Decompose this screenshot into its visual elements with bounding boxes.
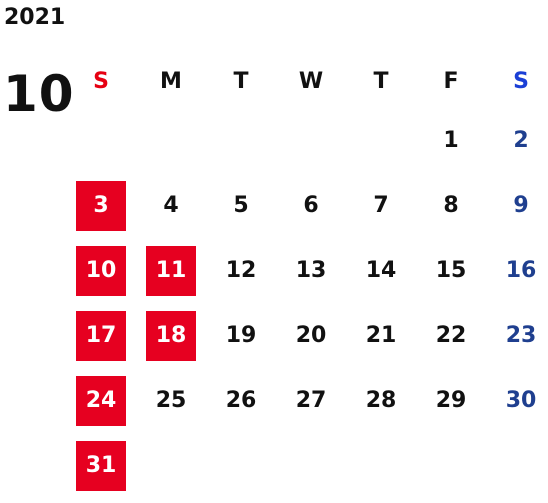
empty-day-cell bbox=[206, 433, 276, 498]
day-cell[interactable]: 19 bbox=[206, 303, 276, 368]
day-cell[interactable]: 13 bbox=[276, 238, 346, 303]
day-number: 21 bbox=[365, 323, 397, 348]
week-row: 17 18 19 20 21 22 23 bbox=[66, 303, 548, 368]
day-cell[interactable]: 5 bbox=[206, 173, 276, 238]
day-number: 25 bbox=[155, 388, 187, 413]
holiday-day-number: 24 bbox=[76, 375, 126, 426]
empty-day-cell bbox=[66, 108, 136, 173]
week-row: 10 11 12 13 14 15 16 bbox=[66, 238, 548, 303]
weekday-wednesday: W bbox=[298, 68, 324, 94]
day-number: 22 bbox=[435, 323, 467, 348]
day-cell[interactable]: 30 bbox=[486, 368, 548, 433]
holiday-day-number: 11 bbox=[146, 245, 196, 296]
saturday-day-number: 23 bbox=[505, 323, 537, 348]
day-number: 20 bbox=[295, 323, 327, 348]
day-cell[interactable]: 26 bbox=[206, 368, 276, 433]
weekday-monday: M bbox=[160, 68, 182, 94]
weekday-saturday: S bbox=[513, 68, 529, 94]
day-cell[interactable]: 27 bbox=[276, 368, 346, 433]
day-cell[interactable]: 20 bbox=[276, 303, 346, 368]
holiday-day-number: 17 bbox=[76, 310, 126, 361]
week-row: 24 25 26 27 28 29 30 bbox=[66, 368, 548, 433]
day-cell[interactable]: 18 bbox=[136, 303, 206, 368]
day-cell[interactable]: 1 bbox=[416, 108, 486, 173]
empty-day-cell bbox=[206, 108, 276, 173]
holiday-day-number: 3 bbox=[76, 180, 126, 231]
day-cell[interactable]: 29 bbox=[416, 368, 486, 433]
day-cell[interactable]: 4 bbox=[136, 173, 206, 238]
weekday-tuesday: T bbox=[233, 68, 249, 94]
saturday-day-number: 16 bbox=[505, 258, 537, 283]
day-cell[interactable]: 7 bbox=[346, 173, 416, 238]
holiday-day-number: 31 bbox=[76, 440, 126, 491]
empty-day-cell bbox=[136, 433, 206, 498]
day-cell[interactable]: 10 bbox=[66, 238, 136, 303]
day-cell[interactable]: 31 bbox=[66, 433, 136, 498]
day-number: 8 bbox=[443, 193, 459, 218]
day-number: 7 bbox=[373, 193, 389, 218]
week-row: 3 4 5 6 7 8 9 bbox=[66, 173, 548, 238]
day-cell[interactable]: 16 bbox=[486, 238, 548, 303]
weekday-thursday: T bbox=[373, 68, 389, 94]
empty-day-cell bbox=[416, 433, 486, 498]
day-cell[interactable]: 8 bbox=[416, 173, 486, 238]
day-number: 15 bbox=[435, 258, 467, 283]
day-cell[interactable]: 22 bbox=[416, 303, 486, 368]
day-cell[interactable]: 25 bbox=[136, 368, 206, 433]
week-row: 31 bbox=[66, 433, 548, 498]
day-number: 14 bbox=[365, 258, 397, 283]
saturday-day-number: 9 bbox=[513, 193, 529, 218]
day-number: 12 bbox=[225, 258, 257, 283]
saturday-day-number: 30 bbox=[505, 388, 537, 413]
weekday-sunday: S bbox=[93, 68, 109, 94]
empty-day-cell bbox=[276, 433, 346, 498]
day-number: 27 bbox=[295, 388, 327, 413]
day-cell[interactable]: 6 bbox=[276, 173, 346, 238]
day-number: 19 bbox=[225, 323, 257, 348]
holiday-day-number: 18 bbox=[146, 310, 196, 361]
day-number: 6 bbox=[303, 193, 319, 218]
month-label: 10 bbox=[3, 65, 75, 123]
day-cell[interactable]: 3 bbox=[66, 173, 136, 238]
holiday-day-number: 10 bbox=[76, 245, 126, 296]
weekday-friday: F bbox=[443, 68, 459, 94]
empty-day-cell bbox=[346, 108, 416, 173]
day-cell[interactable]: 14 bbox=[346, 238, 416, 303]
empty-day-cell bbox=[486, 433, 548, 498]
day-number: 5 bbox=[233, 193, 249, 218]
day-number: 1 bbox=[443, 128, 459, 153]
day-cell[interactable]: 15 bbox=[416, 238, 486, 303]
day-number: 28 bbox=[365, 388, 397, 413]
saturday-day-number: 2 bbox=[513, 128, 529, 153]
empty-day-cell bbox=[346, 433, 416, 498]
empty-day-cell bbox=[136, 108, 206, 173]
day-cell[interactable]: 21 bbox=[346, 303, 416, 368]
day-cell[interactable]: 24 bbox=[66, 368, 136, 433]
year-label: 2021 bbox=[4, 5, 66, 30]
weekday-header-row: S M T W T F S bbox=[66, 54, 548, 108]
day-cell[interactable]: 23 bbox=[486, 303, 548, 368]
day-number: 4 bbox=[163, 193, 179, 218]
day-cell[interactable]: 9 bbox=[486, 173, 548, 238]
day-number: 13 bbox=[295, 258, 327, 283]
empty-day-cell bbox=[276, 108, 346, 173]
day-cell[interactable]: 2 bbox=[486, 108, 548, 173]
day-cell[interactable]: 12 bbox=[206, 238, 276, 303]
day-number: 26 bbox=[225, 388, 257, 413]
day-cell[interactable]: 11 bbox=[136, 238, 206, 303]
day-number: 29 bbox=[435, 388, 467, 413]
day-cell[interactable]: 17 bbox=[66, 303, 136, 368]
day-cell[interactable]: 28 bbox=[346, 368, 416, 433]
